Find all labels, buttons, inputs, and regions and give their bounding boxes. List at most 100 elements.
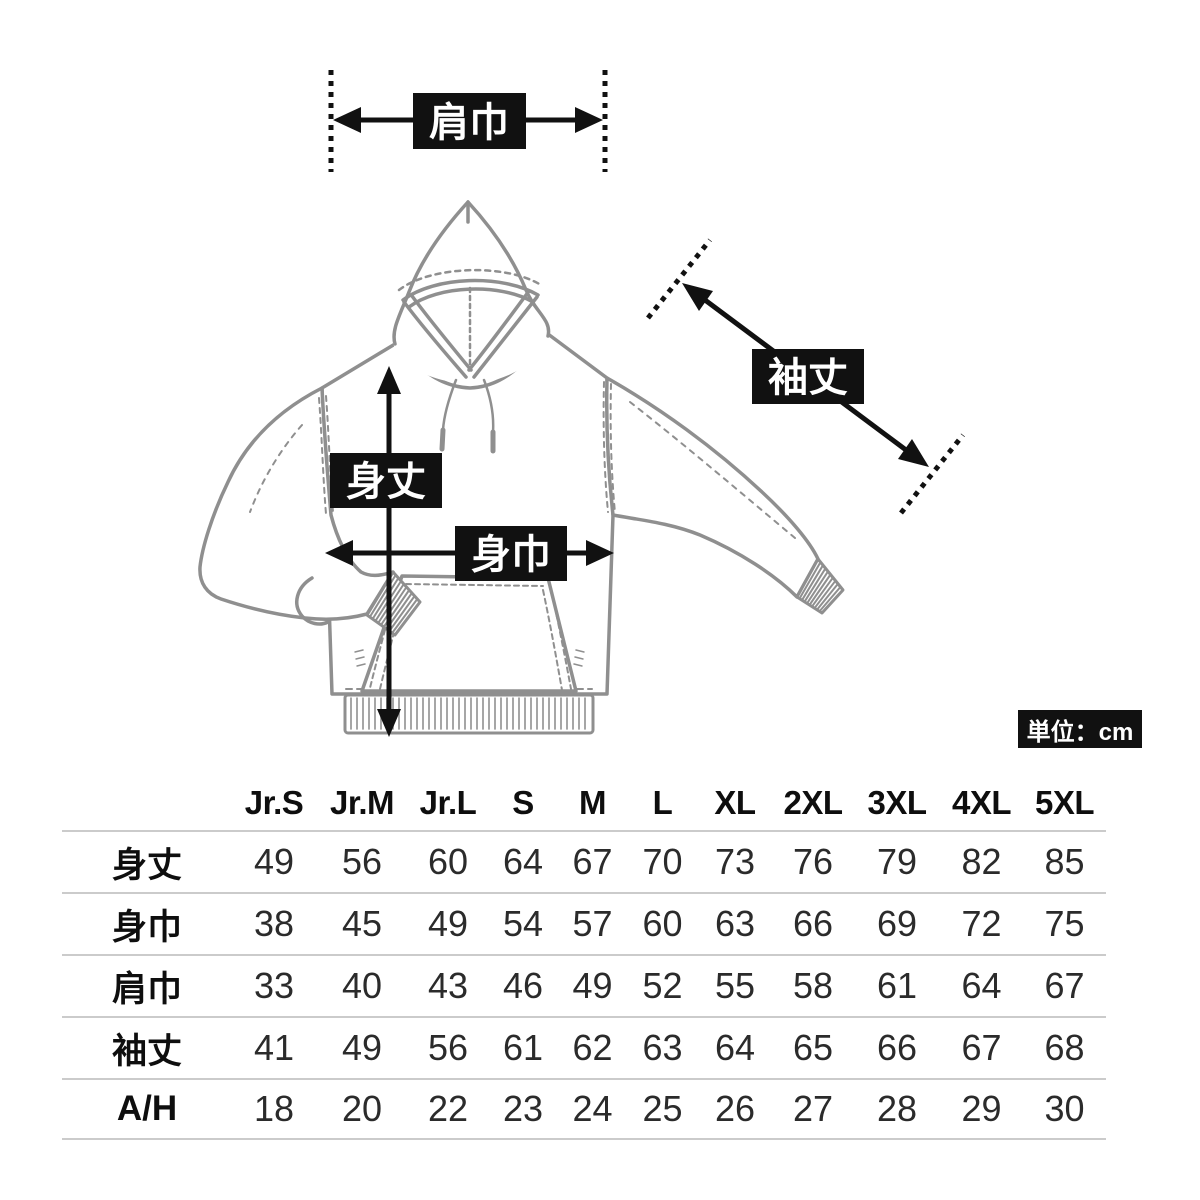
size-value-cell: 73 (714, 841, 756, 882)
size-table: Jr.S Jr.M Jr.L S M L XL 2XL 3XL 4XL 5XL 身丈 49 56 60 64 6… (62, 775, 1138, 1140)
measurement-row-label: 身巾 (111, 907, 182, 947)
hood-drawstrings (439, 378, 496, 454)
body-width-label-box (455, 526, 567, 581)
body-length-label-box (330, 453, 442, 508)
size-value-cell: 58 (792, 965, 834, 1006)
size-value-cell: 60 (642, 903, 683, 944)
size-value-cell: 85 (1044, 841, 1085, 882)
size-value-cell: 67 (961, 1027, 1002, 1068)
size-value-cell: 69 (876, 903, 918, 944)
unit-label-badge: 単位：cm (1018, 710, 1142, 748)
size-value-cell: 40 (341, 965, 383, 1006)
hoodie-measurement-diagram: 肩巾 身丈 身巾 袖丈 (198, 70, 965, 737)
arrow-head-upper (682, 283, 713, 311)
body-width-label: 身巾 (471, 533, 551, 577)
size-value-cell: 23 (502, 1088, 544, 1129)
size-column-header: Jr.S (244, 783, 304, 821)
size-value-cell: 33 (253, 965, 295, 1006)
size-column-header: Jr.M (329, 783, 395, 821)
size-value-cell: 82 (961, 841, 1002, 882)
size-value-cell: 65 (792, 1027, 834, 1068)
size-value-cell: 49 (341, 1027, 383, 1068)
hoodie-illustration (198, 200, 845, 735)
size-value-cell: 66 (876, 1027, 918, 1068)
size-value-cell: 20 (341, 1088, 383, 1129)
size-value-cell: 64 (502, 841, 544, 882)
arrow-head-lower (898, 439, 929, 467)
shoulder-width-label: 肩巾 (429, 100, 509, 145)
sleeve-length-label-box (752, 349, 864, 404)
size-column-header: Jr.L (419, 783, 477, 821)
size-value-cell: 49 (572, 965, 613, 1006)
size-column-header: 3XL (867, 783, 927, 821)
size-value-cell: 29 (961, 1088, 1002, 1129)
arrow-head-left (333, 107, 361, 133)
size-value-cell: 62 (572, 1027, 613, 1068)
measurement-row: 身丈 49 56 60 64 67 70 73 76 79 82 85 (62, 830, 1106, 892)
unit-label: 単位：cm (1026, 718, 1134, 746)
size-value-cell: 70 (642, 841, 683, 882)
size-value-cell: 67 (1044, 965, 1085, 1006)
measurement-row: A/H 18 20 22 23 24 25 26 27 28 29 30 (62, 1078, 1106, 1140)
size-column-header: XL (714, 783, 756, 821)
size-value-cell: 27 (792, 1088, 834, 1129)
size-value-cell: 61 (876, 965, 918, 1006)
arrow-head-right (586, 540, 614, 566)
size-value-cell: 64 (714, 1027, 756, 1068)
measurement-row-label: 身丈 (111, 845, 182, 885)
size-value-cell: 22 (427, 1088, 469, 1129)
size-column-header: S (512, 783, 534, 821)
measurement-row-label: A/H (116, 1089, 178, 1128)
size-value-cell: 60 (427, 841, 469, 882)
size-value-cell: 68 (1044, 1027, 1085, 1068)
left-cuff (365, 570, 422, 637)
size-table-header-row: Jr.S Jr.M Jr.L S M L XL 2XL 3XL 4XL 5XL (62, 775, 1106, 830)
sleeve-length-measure: 袖丈 (646, 238, 965, 515)
size-value-cell: 24 (572, 1088, 613, 1129)
size-value-cell: 49 (427, 903, 469, 944)
size-value-cell: 45 (341, 903, 383, 944)
size-value-cell: 38 (253, 903, 295, 944)
size-value-cell: 28 (876, 1088, 918, 1129)
size-value-cell: 25 (642, 1088, 683, 1129)
shoulder-width-label-box (413, 93, 526, 149)
hood (391, 200, 551, 384)
size-value-cell: 56 (427, 1027, 469, 1068)
size-value-cell: 66 (792, 903, 834, 944)
size-column-header: L (652, 783, 673, 821)
sleeve-length-label: 袖丈 (768, 356, 848, 400)
size-value-cell: 18 (253, 1088, 295, 1129)
size-value-cell: 72 (961, 903, 1002, 944)
size-value-cell: 76 (792, 841, 834, 882)
arrow-head-down (377, 709, 401, 737)
size-value-cell: 52 (642, 965, 683, 1006)
size-value-cell: 49 (253, 841, 295, 882)
arrow-head-left (325, 540, 353, 566)
size-value-cell: 67 (572, 841, 613, 882)
measurement-row-label: 肩巾 (111, 969, 182, 1009)
size-value-cell: 26 (714, 1088, 756, 1129)
size-column-header: 5XL (1034, 783, 1095, 821)
body-length-label: 身丈 (346, 460, 426, 504)
size-value-cell: 57 (572, 903, 613, 944)
size-value-cell: 56 (341, 841, 383, 882)
size-value-cell: 61 (502, 1027, 544, 1068)
size-column-header: 4XL (951, 783, 1012, 821)
arrow-head-up (377, 366, 401, 394)
size-value-cell: 30 (1044, 1088, 1085, 1129)
size-value-cell: 79 (876, 841, 918, 882)
size-value-cell: 46 (502, 965, 544, 1006)
size-value-cell: 63 (642, 1027, 683, 1068)
size-column-header: 2XL (783, 783, 843, 821)
size-value-cell: 43 (427, 965, 469, 1006)
size-value-cell: 41 (253, 1027, 295, 1068)
shoulder-width-measure: 肩巾 (328, 70, 608, 172)
arrow-head-right (575, 107, 603, 133)
measurement-row: 袖丈 41 49 56 61 62 63 64 65 66 67 68 (62, 1016, 1106, 1078)
size-value-cell: 63 (714, 903, 756, 944)
size-column-header: M (579, 783, 607, 821)
measurement-row-label: 袖丈 (111, 1031, 182, 1071)
